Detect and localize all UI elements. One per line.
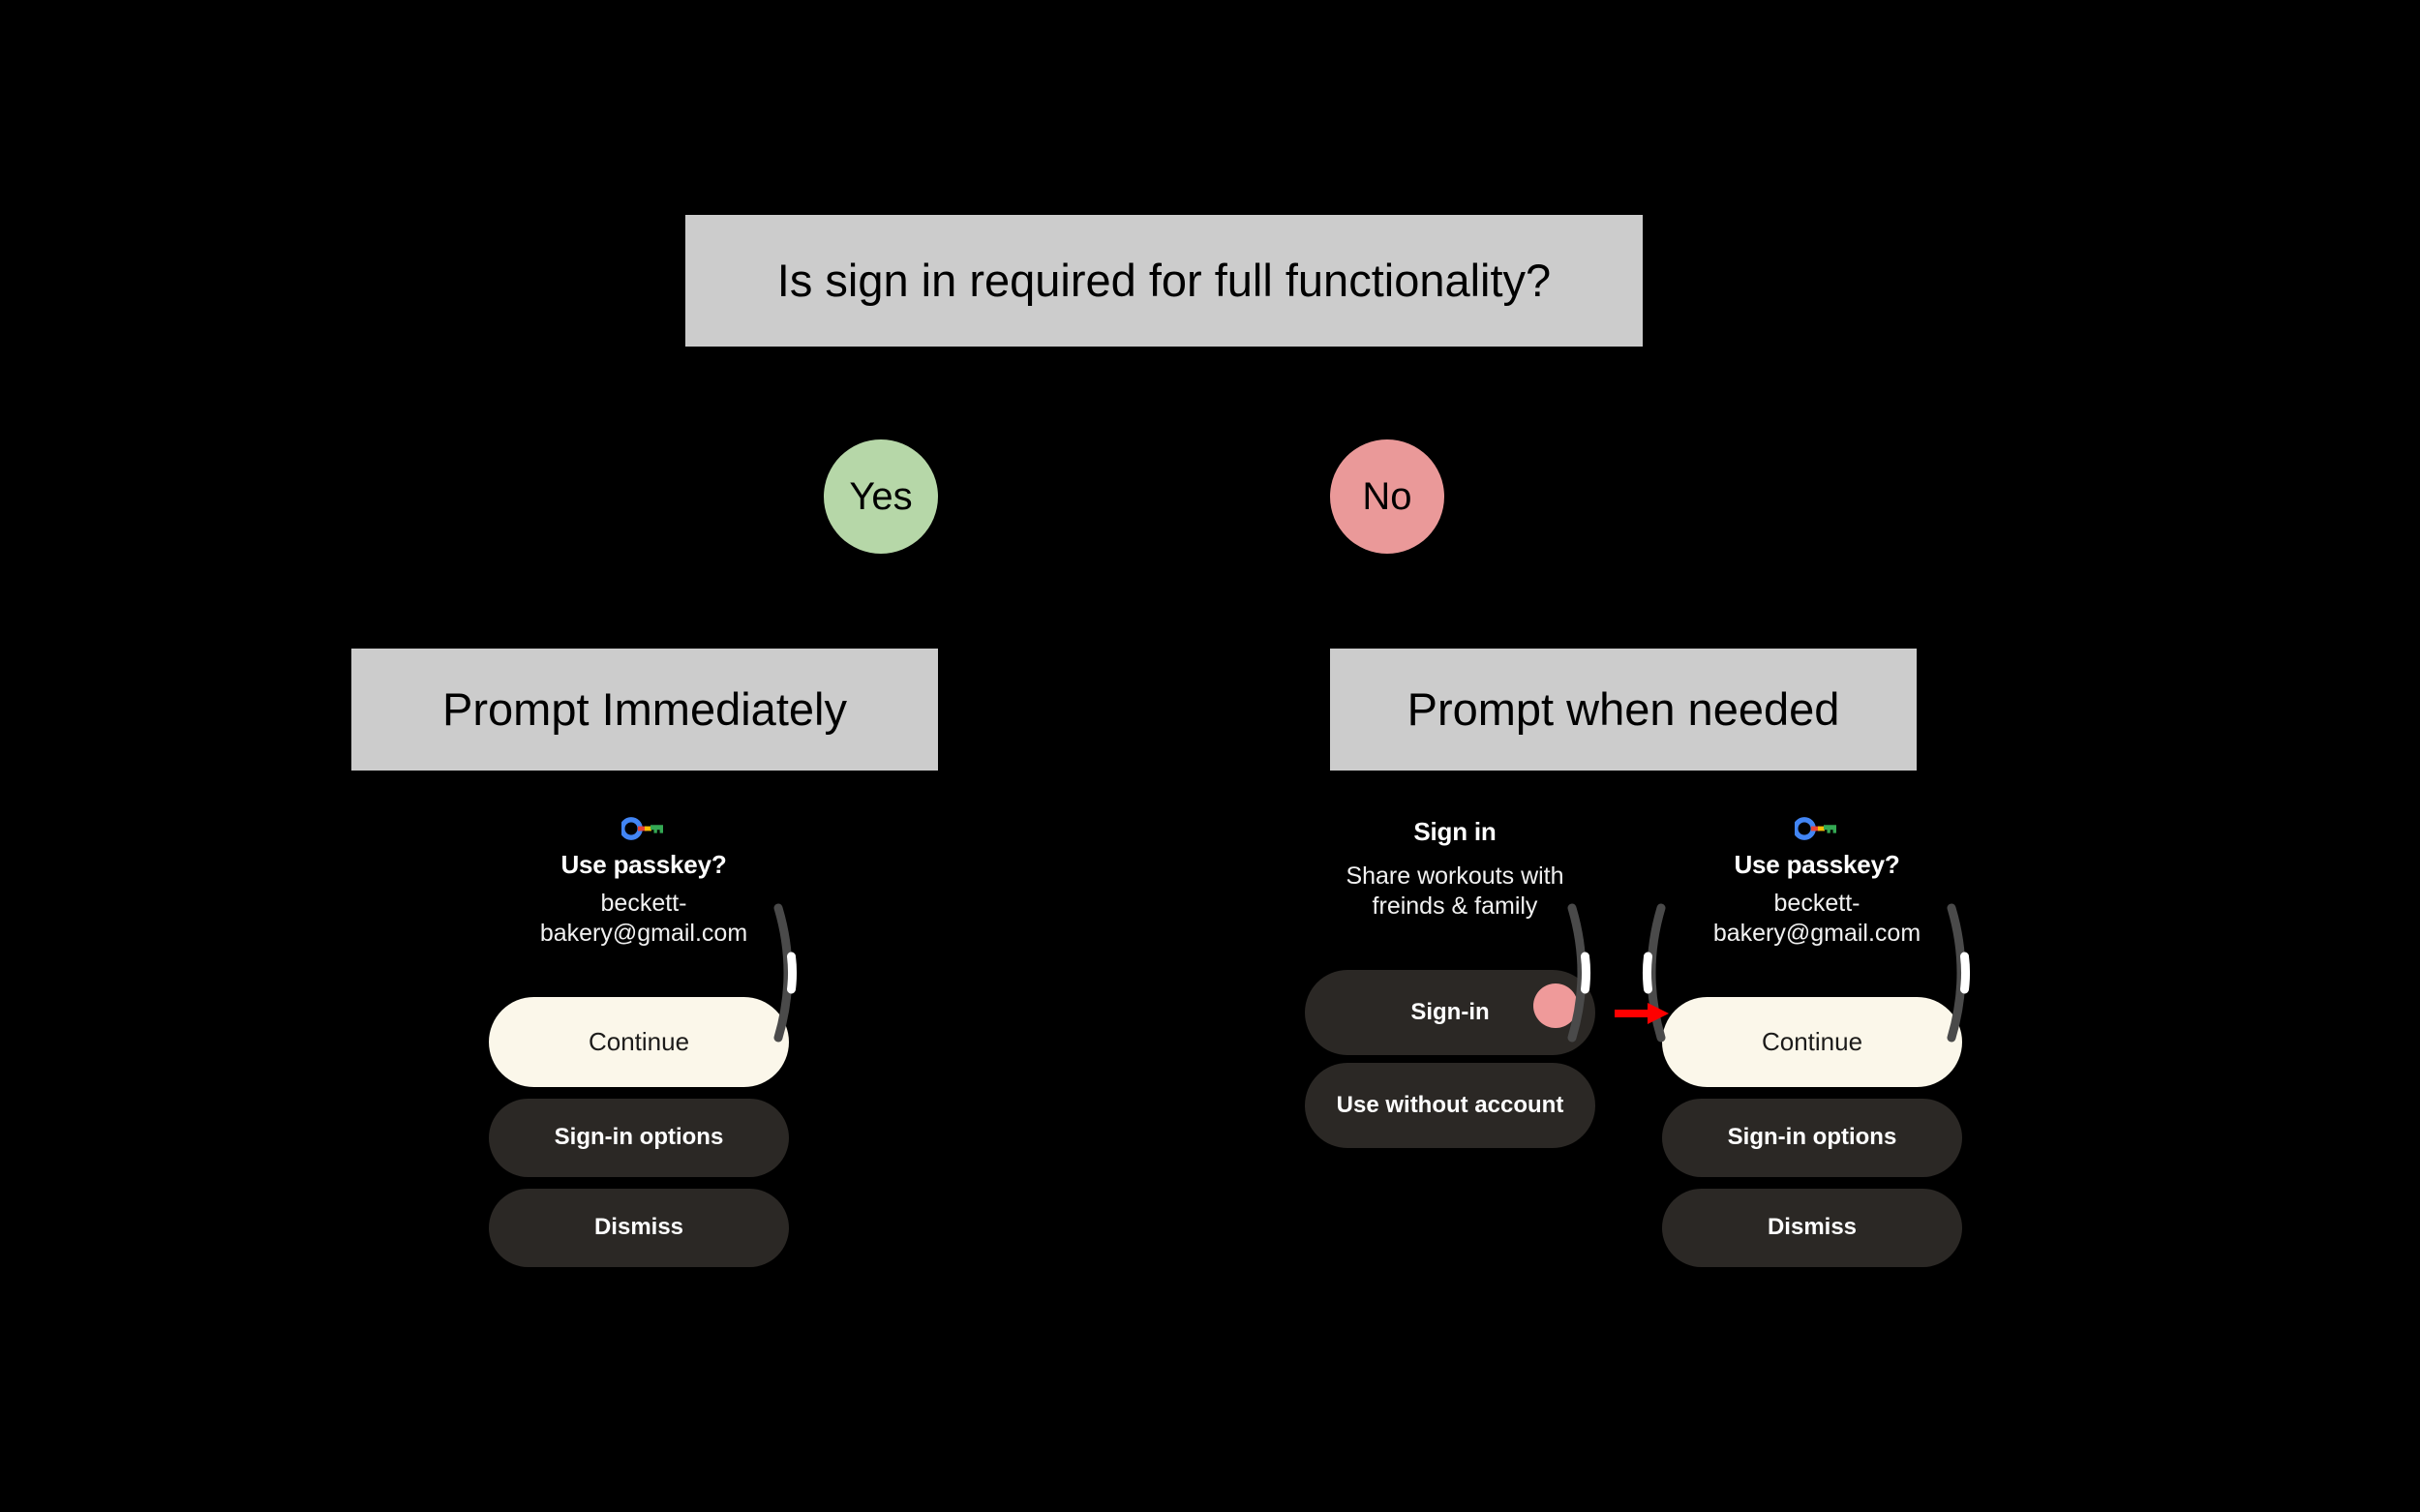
google-passkey-icon xyxy=(620,817,666,840)
connector-branch-left-down xyxy=(644,771,647,803)
watch-mockup-right: Use passkey? beckett-bakery@gmail.com Co… xyxy=(1642,803,1977,1316)
watch-mid-title: Sign in xyxy=(1413,817,1497,846)
branch-label-no-text: No xyxy=(1362,474,1412,518)
branch-label-no: No xyxy=(1330,439,1444,554)
watch-left-scroll-indicator[interactable] xyxy=(765,900,823,1045)
watch-mid-use-without-account-button[interactable]: Use without account xyxy=(1305,1063,1595,1148)
watch-mid-accent-dot xyxy=(1533,983,1578,1028)
google-passkey-icon xyxy=(1793,817,1839,840)
outcome-box-prompt-when-needed: Prompt when needed xyxy=(1330,649,1917,771)
watch-left-signin-options-button[interactable]: Sign-in options xyxy=(489,1099,789,1177)
watch-right-scroll-indicator-right[interactable] xyxy=(1938,900,1996,1045)
red-pointer-arrow xyxy=(1615,1001,1671,1026)
watch-left-continue-button[interactable]: Continue xyxy=(489,997,789,1087)
watch-right-dismiss-button[interactable]: Dismiss xyxy=(1662,1189,1962,1267)
outcome-box-prompt-when-needed-label: Prompt when needed xyxy=(1407,683,1840,736)
outcome-box-prompt-immediately: Prompt Immediately xyxy=(351,649,938,771)
watch-right-scroll-indicator-left[interactable] xyxy=(1617,900,1675,1045)
watch-mockup-left: Use passkey? beckett-bakery@gmail.com Co… xyxy=(484,803,803,1316)
outcome-box-prompt-immediately-label: Prompt Immediately xyxy=(442,683,847,736)
watch-left-subtitle: beckett-bakery@gmail.com xyxy=(539,890,748,947)
connector-decision-to-no xyxy=(1386,347,1389,439)
watch-left-dismiss-button[interactable]: Dismiss xyxy=(489,1189,789,1267)
connector-decision-to-yes xyxy=(880,347,883,439)
connector-decision-spine xyxy=(880,387,1389,390)
watch-right-subtitle: beckett-bakery@gmail.com xyxy=(1712,890,1921,947)
watch-mid-signin-button-label: Sign-in xyxy=(1410,998,1490,1025)
connector-branch-right-down xyxy=(1622,771,1625,803)
watch-left-title: Use passkey? xyxy=(560,850,727,879)
connector-no-to-branch xyxy=(1386,554,1389,649)
watch-mockup-mid: Sign in Share workouts with freinds & fa… xyxy=(1305,803,1605,1162)
watch-mid-scroll-indicator[interactable] xyxy=(1558,900,1617,1045)
connector-yes-to-branch xyxy=(880,554,883,649)
watch-right-continue-button[interactable]: Continue xyxy=(1662,997,1962,1087)
branch-label-yes-text: Yes xyxy=(849,474,913,518)
branch-label-yes: Yes xyxy=(824,439,938,554)
watch-right-signin-options-button[interactable]: Sign-in options xyxy=(1662,1099,1962,1177)
decision-box: Is sign in required for full functionali… xyxy=(685,215,1643,347)
watch-right-title: Use passkey? xyxy=(1734,850,1900,879)
watch-mid-subtitle: Share workouts with freinds & family xyxy=(1346,862,1564,920)
decision-box-label: Is sign in required for full functionali… xyxy=(776,255,1552,307)
